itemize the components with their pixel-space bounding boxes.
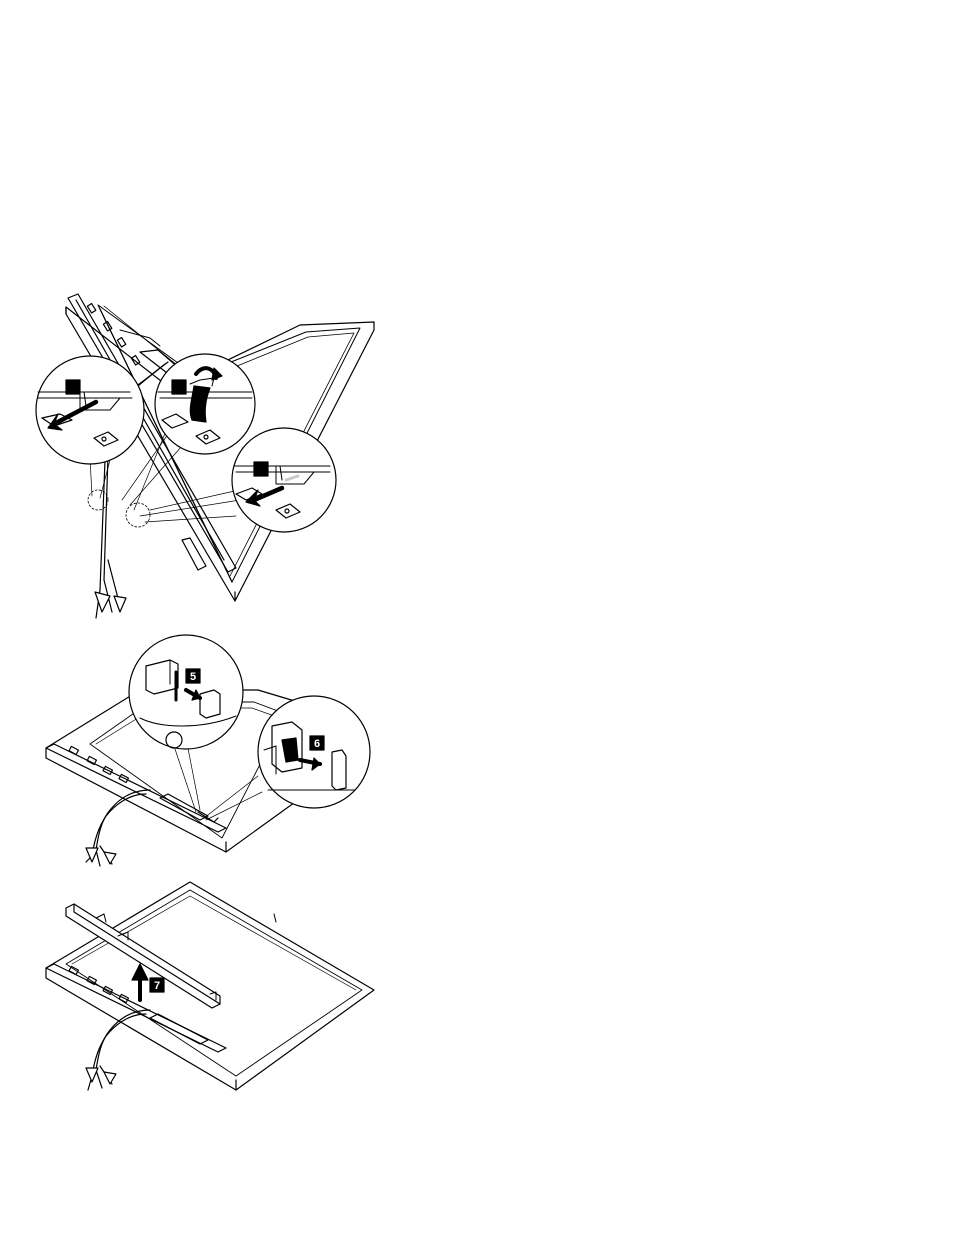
callout-circle-3 [232,428,336,532]
bottom-bezel-strip-2 [46,744,226,832]
callout-circle-6: 6 [258,696,370,808]
diagram-3-remove-bezel: 7 [46,882,374,1090]
diagram-2-connectors: 5 6 [46,635,370,866]
step-label-7: 7 [154,980,160,992]
detail-marker-1 [88,490,108,510]
callout-circle-1 [36,356,144,464]
inverter-cable-2 [86,790,150,866]
callout-circle-2 [155,354,255,454]
callout-circle-5: 5 [129,635,243,749]
inverter-cable-3 [86,1010,150,1090]
removed-inverter-bezel [66,904,220,1008]
step-label-5: 5 [190,671,196,683]
step-badge-2 [172,380,186,394]
step-badge-1 [66,380,80,394]
step-badge-3 [254,462,268,476]
step-label-6: 6 [314,738,320,750]
diagram-1-bezel-with-callouts [36,294,374,618]
